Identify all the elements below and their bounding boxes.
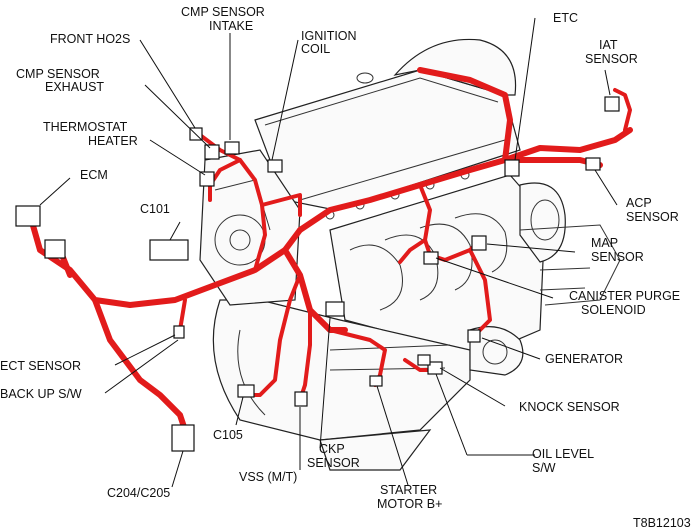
connectors	[15, 96, 620, 452]
label-oil-1: OIL LEVEL	[532, 447, 594, 461]
label-cmp-exhaust-2: EXHAUST	[45, 80, 104, 94]
cmp-intake-connector	[224, 141, 240, 155]
thermostat-connector	[199, 171, 215, 187]
ecm-connector-2	[44, 239, 66, 259]
engine-drawing	[199, 38, 621, 471]
label-acp-2: SENSOR	[626, 210, 679, 224]
vss-connector	[294, 391, 308, 407]
label-c105: C105	[213, 428, 243, 442]
label-cmp-exhaust-1: CMP SENSOR	[16, 67, 100, 81]
label-etc: ETC	[553, 11, 578, 25]
label-ckp-2: SENSOR	[307, 456, 360, 470]
c204-connector	[171, 424, 195, 452]
label-vss: VSS (M/T)	[239, 470, 297, 484]
label-map-2: SENSOR	[591, 250, 644, 264]
label-ignition-2: COIL	[301, 42, 330, 56]
label-cmp-intake-2: INTAKE	[209, 19, 253, 33]
label-c101: C101	[140, 202, 170, 216]
leader-lines	[39, 17, 618, 488]
label-knock: KNOCK SENSOR	[519, 400, 620, 414]
cmp-exhaust-connector	[204, 144, 220, 160]
label-canister-2: SOLENOID	[581, 303, 646, 317]
label-iat-1: IAT	[599, 38, 618, 52]
label-acp-1: ACP	[626, 196, 652, 210]
ecm-connector	[15, 205, 41, 227]
iat-connector	[604, 96, 620, 112]
labels: CMP SENSOR INTAKE IGNITION COIL ETC FRON…	[0, 5, 691, 530]
canister-connector	[423, 251, 439, 265]
label-map-1: MAP	[591, 236, 618, 250]
label-oil-2: S/W	[532, 461, 556, 475]
acp-connector	[585, 157, 601, 171]
label-starter-1: STARTER	[380, 483, 437, 497]
label-c204: C204/C205	[107, 486, 170, 500]
label-front-ho2s: FRONT HO2S	[50, 32, 130, 46]
label-thermostat-2: HEATER	[88, 134, 138, 148]
label-ckp-1: CKP	[319, 442, 345, 456]
oil-level-connector	[427, 361, 443, 375]
label-ect: ECT SENSOR	[0, 359, 81, 373]
etc-connector	[504, 159, 520, 177]
ect-connector	[173, 325, 185, 339]
label-ecm: ECM	[80, 168, 108, 182]
ignition-coil-connector	[267, 159, 283, 173]
generator-connector	[467, 329, 481, 343]
c101-connector	[149, 239, 189, 261]
c105-connector	[237, 384, 255, 398]
figure-code: T8B12103	[633, 516, 691, 530]
wiring-harness	[27, 67, 633, 433]
label-generator: GENERATOR	[545, 352, 623, 366]
label-backup: BACK UP S/W	[0, 387, 82, 401]
starter-connector	[369, 375, 383, 387]
label-iat-2: SENSOR	[585, 52, 638, 66]
label-canister-1: CANISTER PURGE	[569, 289, 680, 303]
label-ignition-1: IGNITION	[301, 29, 357, 43]
knock-connector	[417, 354, 431, 366]
ckp-connector	[325, 301, 345, 317]
label-thermostat-1: THERMOSTAT	[43, 120, 128, 134]
label-cmp-intake-1: CMP SENSOR	[181, 5, 265, 19]
map-connector	[471, 235, 487, 251]
label-starter-2: MOTOR B+	[377, 497, 442, 511]
